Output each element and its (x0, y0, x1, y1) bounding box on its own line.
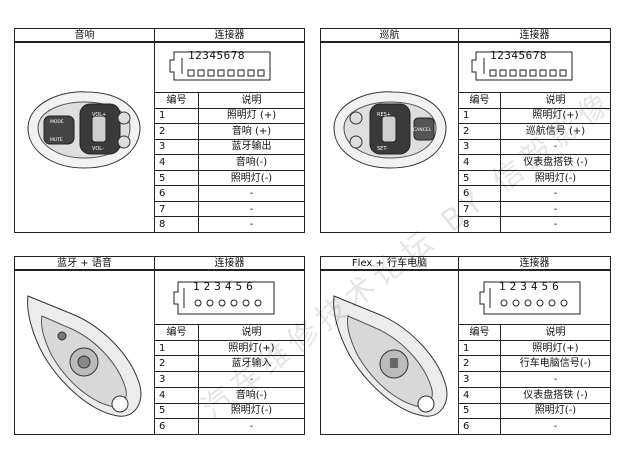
set-minus-label: SET- (377, 146, 388, 152)
connector-image-cell (154, 41, 305, 93)
row-no: 2 (458, 123, 501, 140)
row-no: 1 (154, 339, 199, 357)
connector-image-cell (154, 269, 305, 325)
cruise-switch-icon (333, 91, 447, 169)
row-desc: - (500, 418, 611, 435)
row-no: 5 (458, 402, 501, 420)
row-no: 5 (154, 402, 199, 420)
col-no-header: 编号 (458, 324, 501, 341)
bt-header-table: 蓝牙 + 语音 连接器 (14, 256, 305, 271)
row-desc: 仪表盘搭铁 (-) (500, 386, 611, 404)
row-no: 2 (154, 123, 199, 140)
row-desc: - (198, 216, 305, 233)
row-no: 8 (154, 216, 199, 233)
row-no: 3 (458, 138, 501, 156)
row-no: 7 (154, 200, 199, 218)
row-desc: 行车电脑信号(-) (500, 355, 611, 373)
row-desc: 照明灯(-) (500, 402, 611, 420)
connector-pin-numbers: 12345678 (188, 49, 245, 62)
row-no: 1 (458, 339, 501, 357)
cancel-label: CANCEL (413, 128, 432, 133)
row-desc: 蓝牙输出 (198, 138, 305, 156)
col-no-header: 编号 (154, 324, 199, 341)
res-plus-label: RES+ (377, 112, 391, 118)
audio-switch-icon (27, 91, 141, 169)
row-no: 5 (154, 169, 199, 187)
row-no: 6 (154, 185, 199, 202)
row-no: 4 (154, 154, 199, 171)
row-no: 1 (154, 107, 199, 125)
row-desc: - (198, 200, 305, 218)
audio-header-table: 音响 连接器 (14, 28, 305, 43)
row-no: 4 (154, 386, 199, 404)
col-desc-header: 说明 (198, 92, 305, 109)
row-no: 2 (154, 355, 199, 373)
connector-6pin-icon (173, 281, 275, 315)
mute-label: MUTE (50, 138, 63, 143)
connector-pin-numbers: 123456 (193, 280, 257, 293)
row-desc: - (500, 371, 611, 388)
row-no: 6 (154, 418, 199, 435)
row-desc: - (500, 200, 611, 218)
col-no-header: 编号 (458, 92, 501, 109)
col-no-header: 编号 (154, 92, 199, 109)
row-no: 3 (458, 371, 501, 388)
row-no: 2 (458, 355, 501, 373)
flex-switch-icon (333, 295, 448, 417)
connector-8pin-icon (169, 51, 271, 81)
mode-label: MODE (50, 120, 64, 125)
row-desc: 照明灯 (+) (198, 107, 305, 125)
row-desc: - (500, 216, 611, 233)
col-desc-header: 说明 (500, 324, 611, 341)
row-desc: 照明灯(-) (198, 169, 305, 187)
row-desc: - (198, 418, 305, 435)
connector-8pin-icon (471, 51, 573, 81)
row-no: 3 (154, 138, 199, 156)
vol-minus-label: VOL- (92, 146, 104, 152)
row-no: 3 (154, 371, 199, 388)
connector-pin-numbers: 123456 (499, 280, 563, 293)
vol-plus-label: VOL+ (92, 112, 107, 118)
row-no: 1 (458, 107, 501, 125)
row-desc: - (198, 185, 305, 202)
row-no: 6 (458, 418, 501, 435)
row-desc: 音响(-) (198, 154, 305, 171)
connector-pin-numbers: 12345678 (490, 49, 547, 62)
row-desc: 音响 (+) (198, 123, 305, 140)
row-no: 4 (458, 386, 501, 404)
connector-6pin-icon (479, 281, 581, 315)
row-desc: 照明灯(+) (500, 339, 611, 357)
bluetooth-switch-icon (27, 295, 142, 417)
connector-image-cell (458, 269, 611, 325)
